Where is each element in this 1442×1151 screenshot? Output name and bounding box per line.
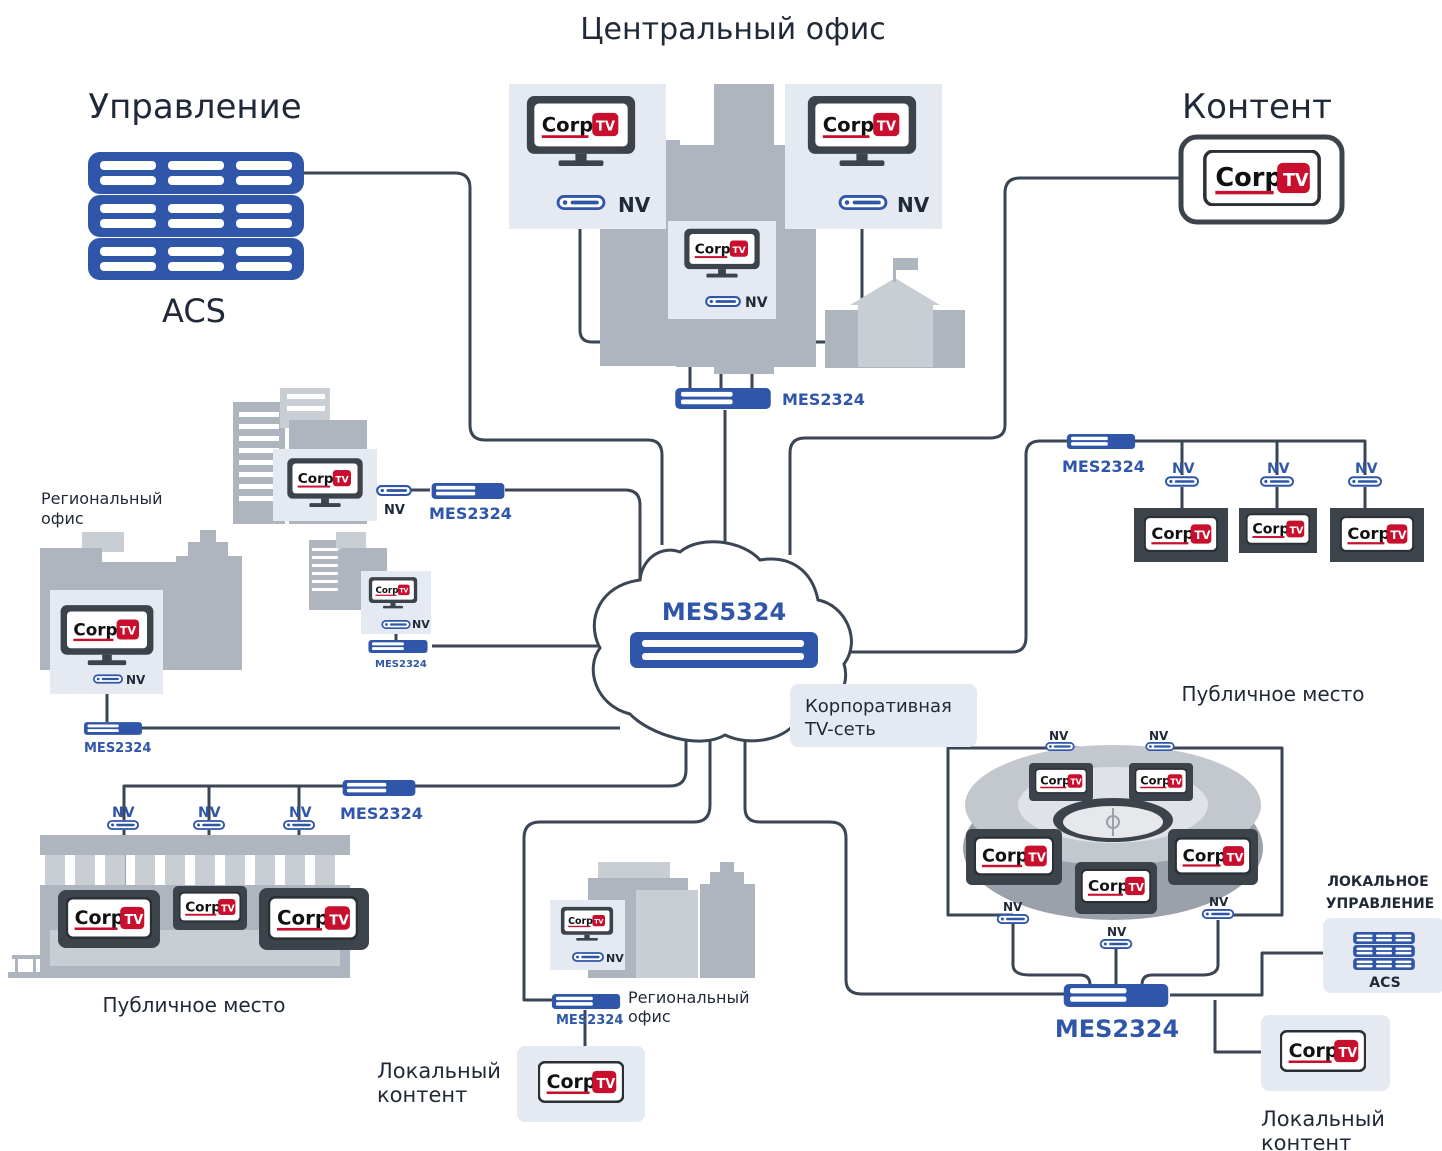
title-central-office: Центральный офис <box>580 12 885 47</box>
switch-label: MES2324 <box>1055 1015 1179 1043</box>
regional-office-label: Региональный <box>628 988 750 1007</box>
corp-tv-network-label: Корпоративная <box>805 696 952 717</box>
nv-label: NV <box>1107 925 1127 939</box>
nv-box-icon <box>1099 939 1133 949</box>
nv-label: NV <box>112 805 135 821</box>
nv-label: NV <box>126 673 146 687</box>
switch-icon <box>342 780 416 796</box>
corp-tv-logo <box>1135 768 1187 794</box>
local-content-label: Локальный <box>1261 1107 1385 1131</box>
nv-label: NV <box>412 618 430 631</box>
acs-label: ACS <box>1369 975 1400 991</box>
nv-label: NV <box>1209 895 1229 909</box>
core-switch-icon <box>630 632 818 668</box>
corp-tv-logo <box>1081 868 1151 904</box>
nv-box-icon <box>376 485 412 496</box>
nv-box-icon <box>193 820 225 830</box>
nv-box-icon <box>381 620 411 629</box>
acs-server-icon <box>1353 932 1415 970</box>
nv-box-icon <box>1145 742 1175 751</box>
corp-tv-logo <box>1246 513 1310 545</box>
corp-tv-logo <box>179 891 241 923</box>
nv-label: NV <box>289 805 312 821</box>
nv-box-icon <box>93 674 123 684</box>
switch-label: MES2324 <box>340 804 423 823</box>
corp-tv-logo <box>268 896 358 940</box>
nv-label: NV <box>384 503 405 518</box>
nv-label: NV <box>1172 461 1195 477</box>
nv-label: NV <box>1049 729 1069 743</box>
regional-office-label: Региональный <box>41 489 163 508</box>
switch-label: MES2324 <box>1062 457 1145 476</box>
public-place-label: Публичное место <box>1181 682 1364 706</box>
corp-tv-logo <box>1202 150 1322 206</box>
local-mgmt-label: ЛОКАЛЬНОЕ <box>1327 874 1428 890</box>
corp-tv-logo <box>974 836 1054 876</box>
switch-icon <box>1066 434 1136 449</box>
local-content-label: контент <box>1261 1131 1351 1151</box>
corp-tv-logo <box>1144 516 1218 552</box>
nv-label: NV <box>1355 461 1378 477</box>
corp-tv-network-label: TV-сеть <box>804 719 876 740</box>
nv-box-icon <box>572 952 604 962</box>
public-place-label: Публичное место <box>102 993 285 1017</box>
local-content-label: контент <box>377 1083 467 1107</box>
nv-label: NV <box>1267 461 1290 477</box>
switch-icon <box>84 722 142 735</box>
corp-tv-logo <box>1340 516 1414 552</box>
switch-icon <box>675 388 771 409</box>
corp-tv-logo <box>1175 837 1251 875</box>
local-mgmt-label: УПРАВЛЕНИЕ <box>1326 896 1434 912</box>
nv-box-icon <box>838 195 888 210</box>
nv-box-icon <box>1260 476 1294 487</box>
nv-label: NV <box>1149 729 1169 743</box>
switch-icon <box>1063 984 1169 1007</box>
nv-label: NV <box>198 805 221 821</box>
nv-label: NV <box>606 952 624 965</box>
switch-icon <box>431 483 505 499</box>
local-content-label: Локальный <box>377 1059 501 1083</box>
corp-tv-logo <box>1035 768 1087 794</box>
corp-tv-logo <box>538 1061 624 1103</box>
switch-icon <box>368 640 428 653</box>
switch-icon <box>551 994 621 1009</box>
nv-box-icon <box>1165 476 1199 487</box>
title-content: Контент <box>1182 87 1332 127</box>
nv-box-icon <box>1045 742 1075 751</box>
regional-bottom-buildings <box>588 862 755 978</box>
nv-box-icon <box>283 820 315 830</box>
regional-office-label: офис <box>628 1007 671 1026</box>
switch-label: MES2324 <box>375 659 427 670</box>
nv-box-icon <box>1348 476 1382 487</box>
nv-label: NV <box>745 295 768 311</box>
acs-label: ACS <box>162 292 226 330</box>
nv-label: NV <box>897 193 930 217</box>
nv-box-icon <box>107 820 139 830</box>
switch-label: MES2324 <box>556 1013 623 1028</box>
switch-label: MES2324 <box>782 390 865 409</box>
nv-label: NV <box>618 193 651 217</box>
nv-box-icon <box>556 195 606 210</box>
nv-box-icon <box>996 914 1030 924</box>
core-switch-label: MES5324 <box>662 598 786 626</box>
title-management: Управление <box>88 87 301 127</box>
corp-tv-logo <box>66 897 152 939</box>
regional-office-label: офис <box>41 509 84 528</box>
switch-label: MES2324 <box>429 504 512 523</box>
acs-server-icon <box>88 152 304 280</box>
nv-box-icon <box>705 296 741 307</box>
nv-box-icon <box>1201 909 1235 919</box>
switch-label: MES2324 <box>84 741 151 756</box>
corp-tv-logo <box>1280 1030 1366 1072</box>
corp-tv-network-card <box>790 684 977 747</box>
nv-label: NV <box>1003 900 1023 914</box>
